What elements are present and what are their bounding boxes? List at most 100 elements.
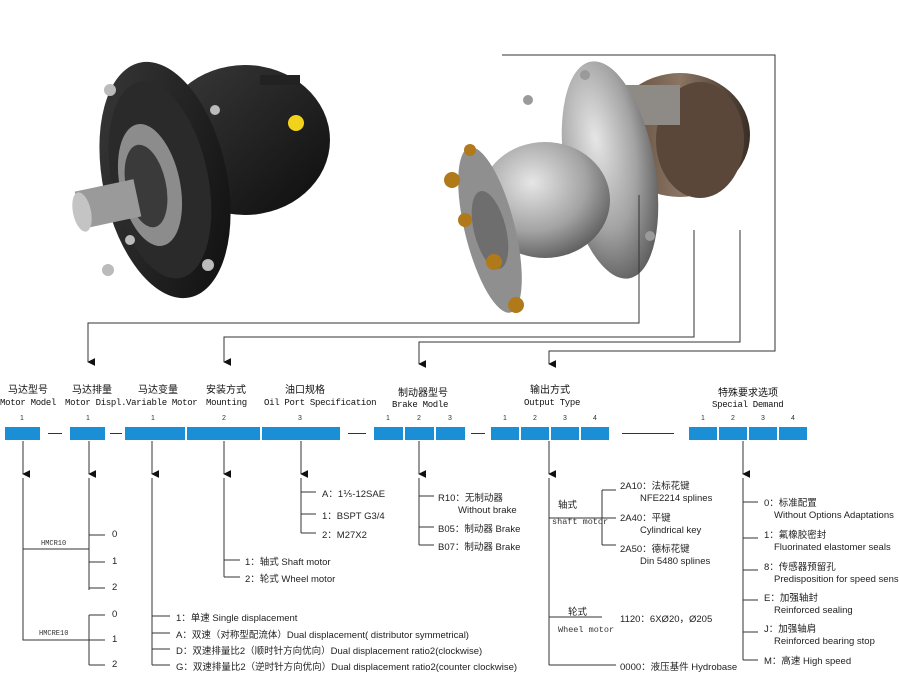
- col-special-en: Special Demand: [712, 400, 784, 410]
- segnum-special-4: 4: [791, 415, 795, 422]
- col-mounting-en: Mounting: [206, 398, 247, 408]
- col-special-cn: 特殊要求选项: [718, 388, 778, 399]
- segnum-model: 1: [20, 415, 24, 422]
- displ-b-1: 1: [112, 634, 118, 645]
- displ-a-2: 2: [112, 582, 118, 593]
- col-model-cn: 马达型号: [8, 385, 48, 396]
- segnum-special-3: 3: [761, 415, 765, 422]
- output-shaft-opt-1-en: NFE2214 splines: [640, 493, 713, 504]
- output-shaft-opt-3: 2A50：德标花键: [620, 544, 690, 555]
- special-opt-1-en: Fluorinated elastomer seals: [774, 542, 891, 553]
- special-opt-8: 8：传感器预留孔: [764, 562, 836, 573]
- output-shaft-opt-1: 2A10：法标花键: [620, 481, 690, 492]
- segment-oilport: [262, 427, 340, 440]
- segment-special-4: [779, 427, 807, 440]
- segment-displ: [70, 427, 105, 440]
- brake-opt-b05: B05：制动器 Brake: [438, 524, 521, 535]
- displ-b-2: 2: [112, 659, 118, 670]
- segment-brake-2: [405, 427, 434, 440]
- output-shaft-cn: 轴式: [558, 500, 578, 511]
- model-series-a: HMCR10: [41, 540, 67, 548]
- segnum-output-4: 4: [593, 415, 597, 422]
- special-opt-j: J：加强轴肩: [764, 624, 817, 635]
- segnum-output-3: 3: [563, 415, 567, 422]
- segment-brake-3: [436, 427, 465, 440]
- segnum-brake-3: 3: [448, 415, 452, 422]
- special-opt-m: M：高速 High speed: [764, 656, 852, 667]
- col-variable-cn: 马达变量: [138, 385, 178, 396]
- special-opt-e: E：加强轴封: [764, 593, 818, 604]
- arrow-to-brake: [418, 230, 741, 368]
- segment-brake-1: [374, 427, 403, 440]
- brake-opt-b07: B07：制动器 Brake: [438, 542, 521, 553]
- col-model-en: Motor Model: [0, 398, 57, 408]
- segment-output-1: [491, 427, 519, 440]
- yellow-cap: [288, 115, 304, 131]
- output-wheel-en: Wheel motor: [558, 625, 615, 635]
- special-opt-0-en: Without Options Adaptations: [774, 510, 894, 521]
- special-opt-8-en: Predisposition for speed sensor: [774, 574, 899, 585]
- mounting-opt-1: 1：轴式 Shaft motor: [245, 557, 331, 568]
- brake-opt-r10-en: Without brake: [458, 505, 517, 516]
- variable-opt-1: 1：单速 Single displacement: [176, 613, 298, 624]
- segnum-output-2: 2: [533, 415, 537, 422]
- col-variable-en: Variable Motor: [126, 398, 198, 408]
- segnum-special-1: 1: [701, 415, 705, 422]
- output-shaft-opt-3-en: Din 5480 splines: [640, 556, 711, 567]
- variable-opt-a: A：双速（对称型配流体）Dual displacement( distribut…: [176, 630, 469, 641]
- col-brake-cn: 制动器型号: [398, 388, 448, 399]
- oilport-opt-a: A：1⅕-12SAE: [322, 489, 386, 500]
- segment-output-2: [521, 427, 549, 440]
- displ-b-0: 0: [112, 609, 118, 620]
- segnum-output-1: 1: [503, 415, 507, 422]
- segment-model: [5, 427, 40, 440]
- segnum-variable: 1: [151, 415, 155, 422]
- segment-special-2: [719, 427, 747, 440]
- col-mounting-cn: 安装方式: [206, 385, 246, 396]
- col-displ-cn: 马达排量: [72, 385, 112, 396]
- output-shaft-opt-2: 2A40：平键: [620, 513, 671, 524]
- separator: [348, 433, 366, 434]
- model-series-b: HMCRE10: [39, 630, 69, 638]
- output-wheel-opt: 1120：6XØ20，Ø205: [620, 614, 713, 625]
- segment-special-3: [749, 427, 777, 440]
- variable-opt-d: D：双速排量比2（顺时针方向优向）Dual displacement ratio…: [176, 646, 483, 657]
- mounting-opt-2: 2：轮式 Wheel motor: [245, 574, 336, 585]
- arrow-to-output: [502, 54, 776, 368]
- brake-opt-r10: R10：无制动器: [438, 493, 503, 504]
- wheel-bolt: [444, 172, 460, 188]
- segment-output-4: [581, 427, 609, 440]
- segnum-brake-2: 2: [417, 415, 421, 422]
- separator: [471, 433, 485, 434]
- output-hydrobase: 0000：液压基件 Hydrobase: [620, 662, 738, 673]
- segnum-mounting: 2: [222, 415, 226, 422]
- col-output-cn: 输出方式: [530, 385, 570, 396]
- segment-output-3: [551, 427, 579, 440]
- segnum-displ: 1: [86, 415, 90, 422]
- shaft-motor-photo: [72, 61, 330, 299]
- oilport-opt-1: 1：BSPT G3/4: [322, 511, 385, 522]
- special-opt-0: 0：标准配置: [764, 498, 817, 509]
- separator: [622, 433, 674, 434]
- oilport-opt-2: 2：M27X2: [322, 530, 367, 541]
- col-displ-en: Motor Displ.: [65, 398, 127, 408]
- col-oilport-cn: 油口规格: [285, 385, 325, 396]
- variable-opt-g: G：双速排量比2（逆时针方向优向）Dual displacement ratio…: [176, 662, 518, 673]
- segnum-brake-1: 1: [386, 415, 390, 422]
- displ-a-0: 0: [112, 529, 118, 540]
- wheel-motor-photo: [444, 61, 750, 313]
- col-output-en: Output Type: [524, 398, 581, 408]
- output-shaft-en: shaft motor: [552, 517, 609, 527]
- arrow-to-mounting: [223, 230, 695, 366]
- segnum-special-2: 2: [731, 415, 735, 422]
- separator: [110, 433, 122, 434]
- special-opt-e-en: Reinforced sealing: [774, 605, 853, 616]
- special-opt-1: 1：氟橡胶密封: [764, 530, 827, 541]
- output-shaft-opt-2-en: Cylindrical key: [640, 525, 702, 536]
- segnum-oilport: 3: [298, 415, 302, 422]
- segment-special-1: [689, 427, 717, 440]
- segment-mounting: [187, 427, 260, 440]
- col-oilport-en: Oil Port Specification: [264, 398, 377, 408]
